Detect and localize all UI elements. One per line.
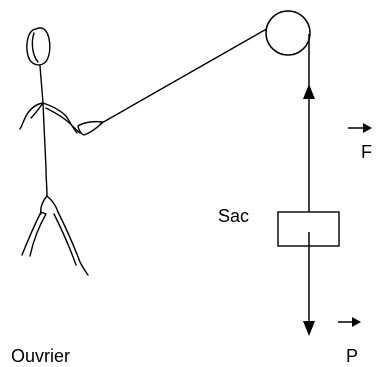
worker-neck <box>39 65 44 104</box>
worker-left-arm <box>19 102 44 130</box>
worker-hips <box>40 195 59 215</box>
weight-arrowhead <box>303 321 315 336</box>
pulley <box>265 10 311 56</box>
worker-figure <box>19 27 104 276</box>
vector-f-arrowhead <box>363 123 372 133</box>
worker-torso <box>42 102 48 197</box>
rope-to-worker <box>99 26 271 125</box>
worker-right-leg <box>53 211 89 276</box>
force-f-label: F <box>361 142 372 162</box>
vector-p-arrowhead <box>352 317 361 327</box>
vector-p-symbol <box>338 317 361 327</box>
worker-right-arm <box>42 102 81 134</box>
tension-arrowhead <box>303 84 315 99</box>
force-p-label: P <box>346 346 358 366</box>
ouvrier-label: Ouvrier <box>11 346 70 366</box>
sac-label: Sac <box>218 206 249 226</box>
worker-left-leg <box>21 211 47 257</box>
worker-head <box>26 27 51 66</box>
worker-hand <box>77 120 104 136</box>
vector-f-symbol <box>348 123 372 133</box>
